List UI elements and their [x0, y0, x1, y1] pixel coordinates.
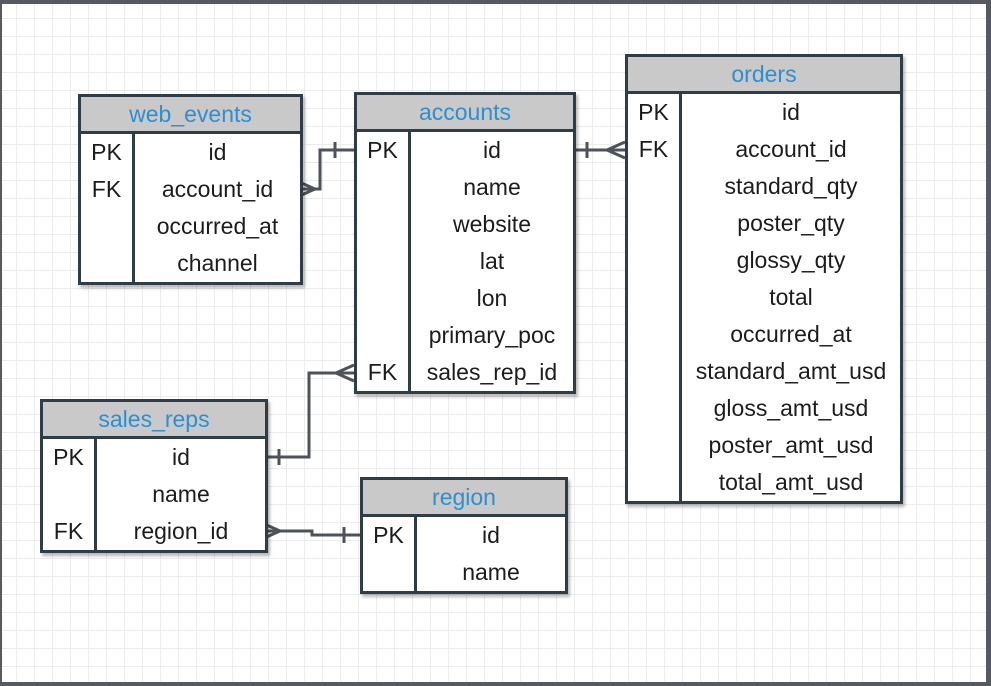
row-field: occurred_at	[156, 213, 279, 239]
relationship-line[interactable]	[280, 529, 360, 537]
row-key	[357, 206, 408, 243]
row-key	[628, 353, 679, 390]
row-field: total_amt_usd	[718, 469, 864, 495]
row-key	[357, 317, 408, 354]
row-key	[357, 243, 408, 280]
key-column: PK	[363, 517, 417, 591]
row-field: primary_poc	[428, 322, 556, 348]
relationship-sales-reps-to-region[interactable]	[261, 521, 360, 543]
row-key: PK	[367, 137, 398, 163]
field-column: id name website lat lon primary_poc sale…	[411, 132, 573, 391]
row-field: website	[453, 211, 531, 237]
row-field: standard_amt_usd	[695, 358, 887, 384]
relationship-sales-reps-to-accounts[interactable]	[262, 363, 355, 465]
relationship-connectors	[261, 140, 626, 543]
row-key	[628, 427, 679, 464]
row-key: FK	[638, 136, 669, 162]
table-title: sales_reps	[43, 402, 265, 439]
field-column: id name	[417, 517, 565, 591]
row-field: id	[782, 99, 800, 125]
row-field: poster_qty	[737, 210, 845, 236]
row-key: PK	[91, 139, 122, 165]
table-orders[interactable]: orders PK FK id account_id standard_qty …	[625, 54, 903, 504]
row-field: name	[152, 481, 210, 507]
row-field: occurred_at	[730, 321, 852, 347]
row-key	[628, 316, 679, 353]
row-key: PK	[373, 522, 404, 548]
row-field: channel	[177, 250, 258, 276]
row-key	[357, 280, 408, 317]
table-web-events[interactable]: web_events PK FK id account_id occurred_…	[78, 94, 303, 285]
row-key	[81, 245, 132, 282]
row-key	[628, 390, 679, 427]
row-field: gloss_amt_usd	[713, 395, 869, 421]
field-column: id account_id standard_qty poster_qty gl…	[682, 94, 900, 501]
row-key: PK	[53, 444, 84, 470]
row-field: poster_amt_usd	[708, 432, 874, 458]
row-key	[81, 208, 132, 245]
key-column: PK FK	[628, 94, 682, 501]
table-title: web_events	[81, 97, 300, 134]
row-field: id	[172, 444, 190, 470]
row-field: account_id	[161, 176, 274, 202]
table-accounts[interactable]: accounts PK FK id name website lat lon p…	[354, 92, 576, 394]
many-marker	[606, 140, 626, 160]
relationship-web-events-to-accounts[interactable]	[296, 142, 354, 199]
many-marker	[335, 363, 355, 383]
key-column: PK FK	[81, 134, 135, 282]
row-field: sales_rep_id	[426, 359, 558, 385]
row-field: lat	[479, 248, 505, 274]
field-column: id account_id occurred_at channel	[135, 134, 300, 282]
field-column: id name region_id	[97, 439, 265, 550]
row-key	[357, 169, 408, 206]
key-column: PK FK	[357, 132, 411, 391]
row-key: FK	[91, 176, 122, 202]
row-field: lon	[476, 285, 508, 311]
relationship-accounts-to-orders[interactable]	[570, 140, 626, 160]
row-key	[43, 476, 94, 513]
table-region[interactable]: region PK id name	[360, 477, 568, 594]
row-key: PK	[638, 99, 669, 125]
table-sales-reps[interactable]: sales_reps PK FK id name region_id	[40, 399, 268, 553]
row-field: id	[208, 139, 227, 165]
row-key: FK	[53, 518, 84, 544]
row-field: total	[769, 284, 813, 310]
row-field: standard_qty	[724, 173, 858, 199]
row-field: region_id	[133, 518, 229, 544]
table-title: orders	[628, 57, 900, 94]
row-field: glossy_qty	[736, 247, 846, 273]
row-key	[628, 242, 679, 279]
row-field: account_id	[735, 136, 847, 162]
key-column: PK FK	[43, 439, 97, 550]
row-key	[363, 554, 414, 591]
row-field: name	[463, 174, 521, 200]
row-key	[628, 205, 679, 242]
relationship-line[interactable]	[315, 148, 354, 191]
row-key: FK	[367, 359, 398, 385]
row-key	[628, 464, 679, 501]
table-title: accounts	[357, 95, 573, 132]
row-key	[628, 168, 679, 205]
relationship-line[interactable]	[262, 371, 336, 459]
row-key	[628, 279, 679, 316]
row-field: id	[483, 137, 501, 163]
row-field: name	[462, 559, 520, 585]
table-title: region	[363, 480, 565, 517]
row-field: id	[482, 522, 500, 548]
